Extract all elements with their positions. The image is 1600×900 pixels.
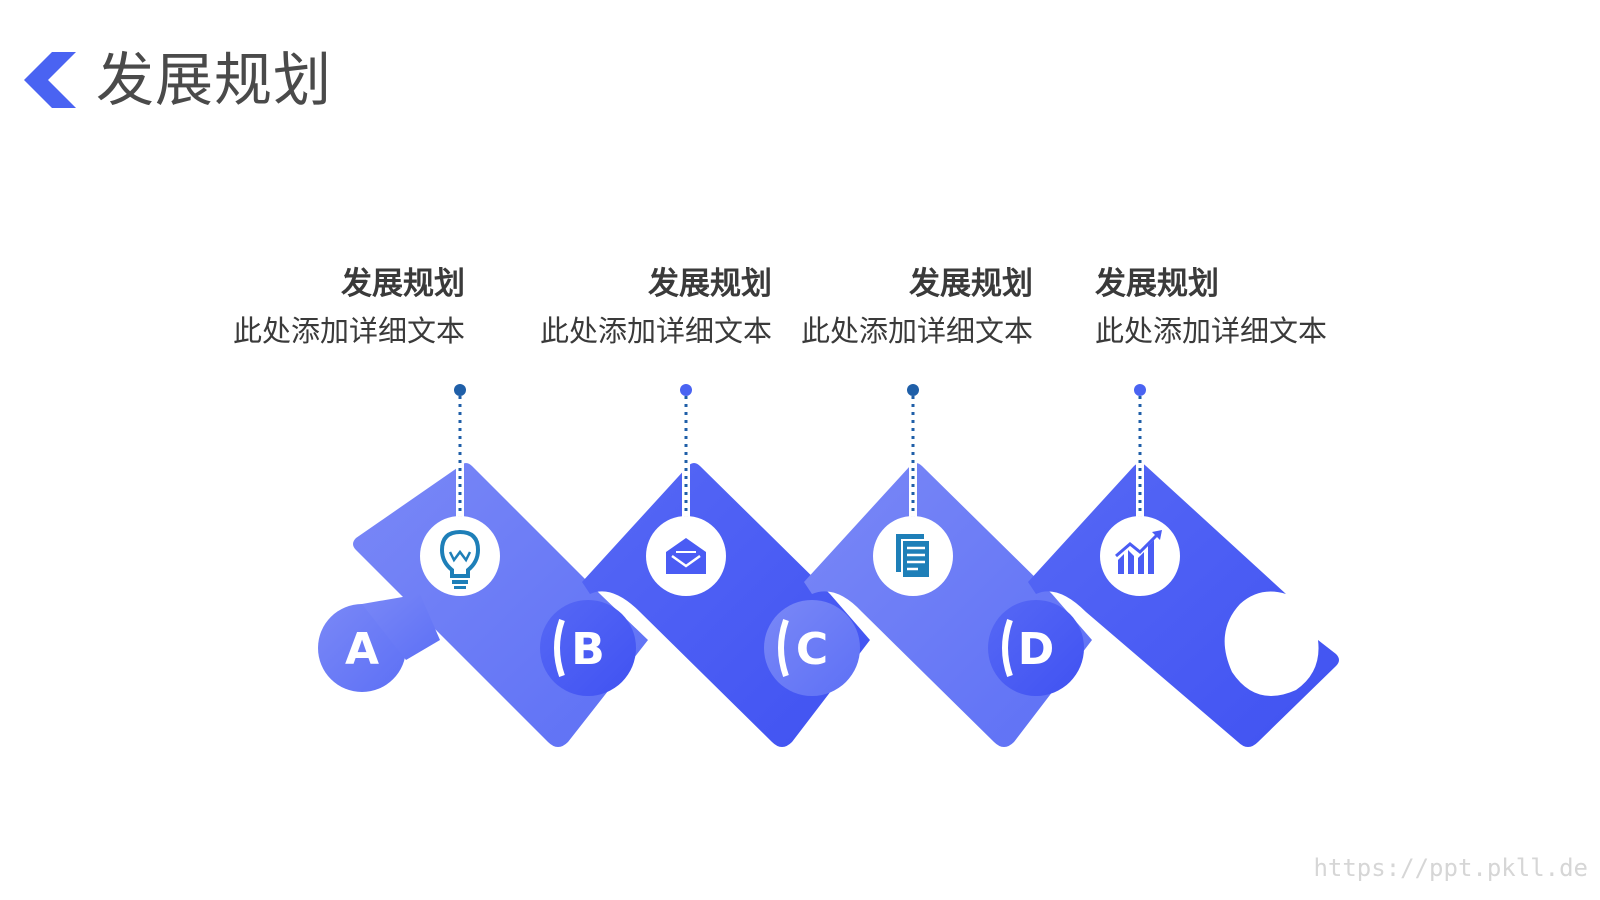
step-text-c: 发展规划 此处添加详细文本	[773, 262, 1033, 356]
step-desc: 此处添加详细文本	[539, 314, 772, 348]
icon-circle-b[interactable]	[646, 516, 726, 596]
watermark: https://ppt.pkll.de	[1313, 854, 1588, 882]
page-title: 发展规划	[96, 46, 333, 114]
step-text-d: 发展规划 此处添加详细文本	[1095, 262, 1355, 356]
step-title: 发展规划	[648, 266, 772, 302]
lightbulb-icon	[439, 529, 481, 589]
step-desc: 此处添加详细文本	[1095, 314, 1328, 348]
step-title: 发展规划	[1095, 266, 1219, 302]
connector-dot	[907, 384, 919, 396]
icon-circle-c[interactable]	[873, 516, 953, 596]
step-text-a: 发展规划 此处添加详细文本	[205, 262, 465, 356]
step-desc: 此处添加详细文本	[232, 314, 465, 348]
step-desc: 此处添加详细文本	[800, 314, 1033, 348]
connector-dot	[1134, 384, 1146, 396]
step-letter: C	[796, 624, 828, 675]
step-letter: B	[571, 624, 605, 675]
connector-dot	[454, 384, 466, 396]
puzzle-piece-d[interactable]: D	[988, 463, 1339, 747]
step-title: 发展规划	[909, 266, 1033, 302]
connector-a	[454, 384, 466, 520]
icon-circle-d[interactable]	[1100, 516, 1180, 596]
connector-c	[907, 384, 919, 520]
connector-b	[680, 384, 692, 520]
envelope-icon	[666, 538, 706, 574]
chart-growth-icon	[1115, 530, 1162, 574]
icon-circle-a[interactable]	[420, 516, 500, 596]
chevron-left-icon[interactable]	[18, 48, 78, 112]
connector-d	[1134, 384, 1146, 520]
step-text-b: 发展规划 此处添加详细文本	[512, 262, 772, 356]
step-letter: A	[345, 624, 379, 675]
step-letter: D	[1018, 624, 1055, 675]
connector-dot	[680, 384, 692, 396]
page-header: 发展规划	[18, 40, 332, 120]
step-title: 发展规划	[341, 266, 465, 302]
document-icon	[896, 534, 931, 579]
